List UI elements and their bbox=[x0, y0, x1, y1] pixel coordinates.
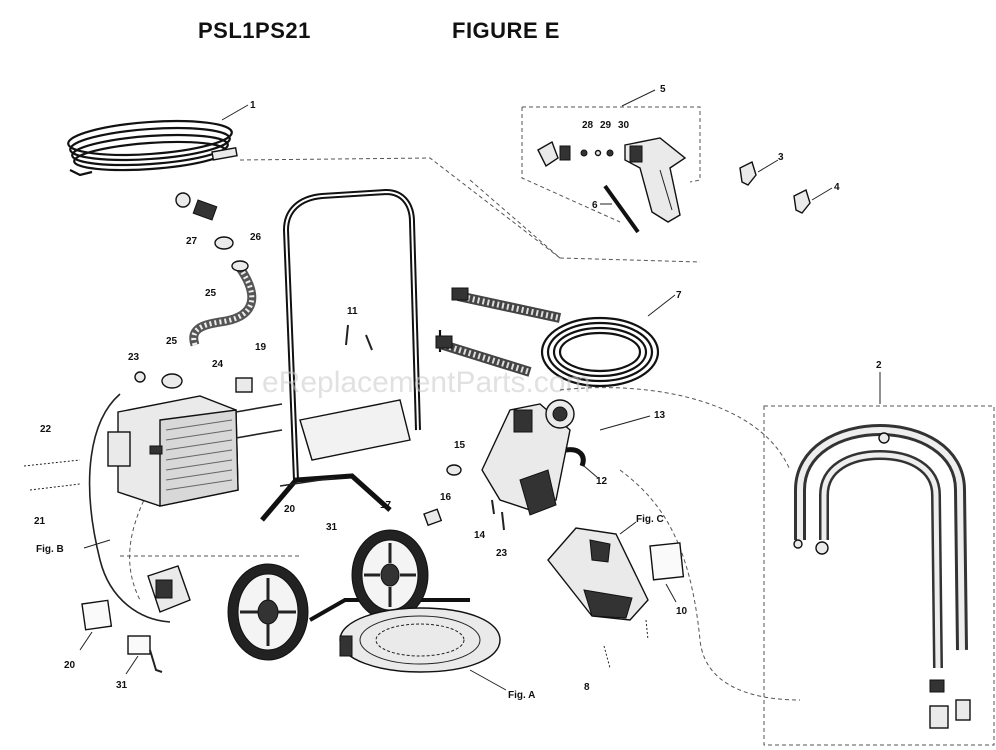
suction-set-part-2 bbox=[763, 405, 995, 746]
callout-5: 5 bbox=[660, 84, 666, 95]
callout-23b: 15 bbox=[454, 440, 466, 451]
figure-title: FIGURE E bbox=[452, 18, 560, 43]
bracket-part-19 bbox=[235, 377, 253, 393]
switch-box bbox=[147, 565, 191, 613]
callout-3: 3 bbox=[778, 152, 784, 163]
wheel-right bbox=[351, 529, 429, 621]
callout-10: 12 bbox=[596, 476, 608, 487]
cover-part-8 bbox=[547, 527, 649, 621]
cart-frame bbox=[260, 188, 470, 622]
callout-28: 28 bbox=[582, 120, 594, 131]
callout-21: 21 bbox=[34, 516, 46, 527]
callout-26: 26 bbox=[250, 232, 262, 243]
pump-assembly bbox=[481, 399, 586, 516]
callout-20-label: 20 bbox=[64, 660, 76, 671]
hose-coil-part-1 bbox=[67, 119, 238, 177]
paint-hose-part-7 bbox=[435, 287, 660, 388]
callout-12: 23 bbox=[496, 548, 508, 559]
callout-19: 19 bbox=[255, 342, 267, 353]
callout-9: 10 bbox=[676, 606, 688, 617]
callout-27: 27 bbox=[186, 236, 198, 247]
callout-fig-b: Fig. B bbox=[36, 544, 64, 555]
inlet-fittings bbox=[161, 192, 257, 389]
callout-13: 14 bbox=[474, 530, 486, 541]
callout-8: Fig. C bbox=[636, 514, 664, 525]
callout-fig-c: 13 bbox=[654, 410, 666, 421]
callout-23: 23 bbox=[128, 352, 140, 363]
wheel-left bbox=[227, 563, 309, 661]
callout-22: 22 bbox=[40, 424, 52, 435]
callout-2: 2 bbox=[876, 360, 882, 371]
callout-24: 24 bbox=[212, 359, 224, 370]
callout-fig-a: Fig. A bbox=[508, 690, 535, 701]
callout-1: 1 bbox=[250, 100, 256, 111]
callout-14: 16 bbox=[440, 492, 452, 503]
spray-gun-assembly-part-5 bbox=[521, 106, 701, 234]
motor-housing bbox=[88, 393, 239, 623]
callout-25b: 25 bbox=[166, 336, 178, 347]
callout-11-bottom: 8 bbox=[584, 682, 590, 693]
callout-11-top: 11 bbox=[347, 306, 358, 317]
callout-6: 6 bbox=[592, 200, 598, 211]
callout-15: 17 bbox=[380, 500, 392, 511]
callout-29: 29 bbox=[600, 120, 612, 131]
callout-31: 31 bbox=[116, 680, 128, 691]
callout-16: 31 bbox=[326, 522, 338, 533]
tip-part-4 bbox=[793, 189, 811, 214]
callout-7: 7 bbox=[676, 290, 682, 301]
callout-4: 4 bbox=[834, 182, 840, 193]
callout-25: 25 bbox=[205, 288, 217, 299]
callout-30: 30 bbox=[618, 120, 630, 131]
bucket-tray bbox=[339, 607, 501, 673]
callout-17: 20 bbox=[284, 504, 296, 515]
model-number: PSL1PS21 bbox=[198, 18, 311, 43]
watermark: eReplacementParts.com bbox=[262, 366, 590, 399]
tip-part-3 bbox=[739, 161, 757, 186]
